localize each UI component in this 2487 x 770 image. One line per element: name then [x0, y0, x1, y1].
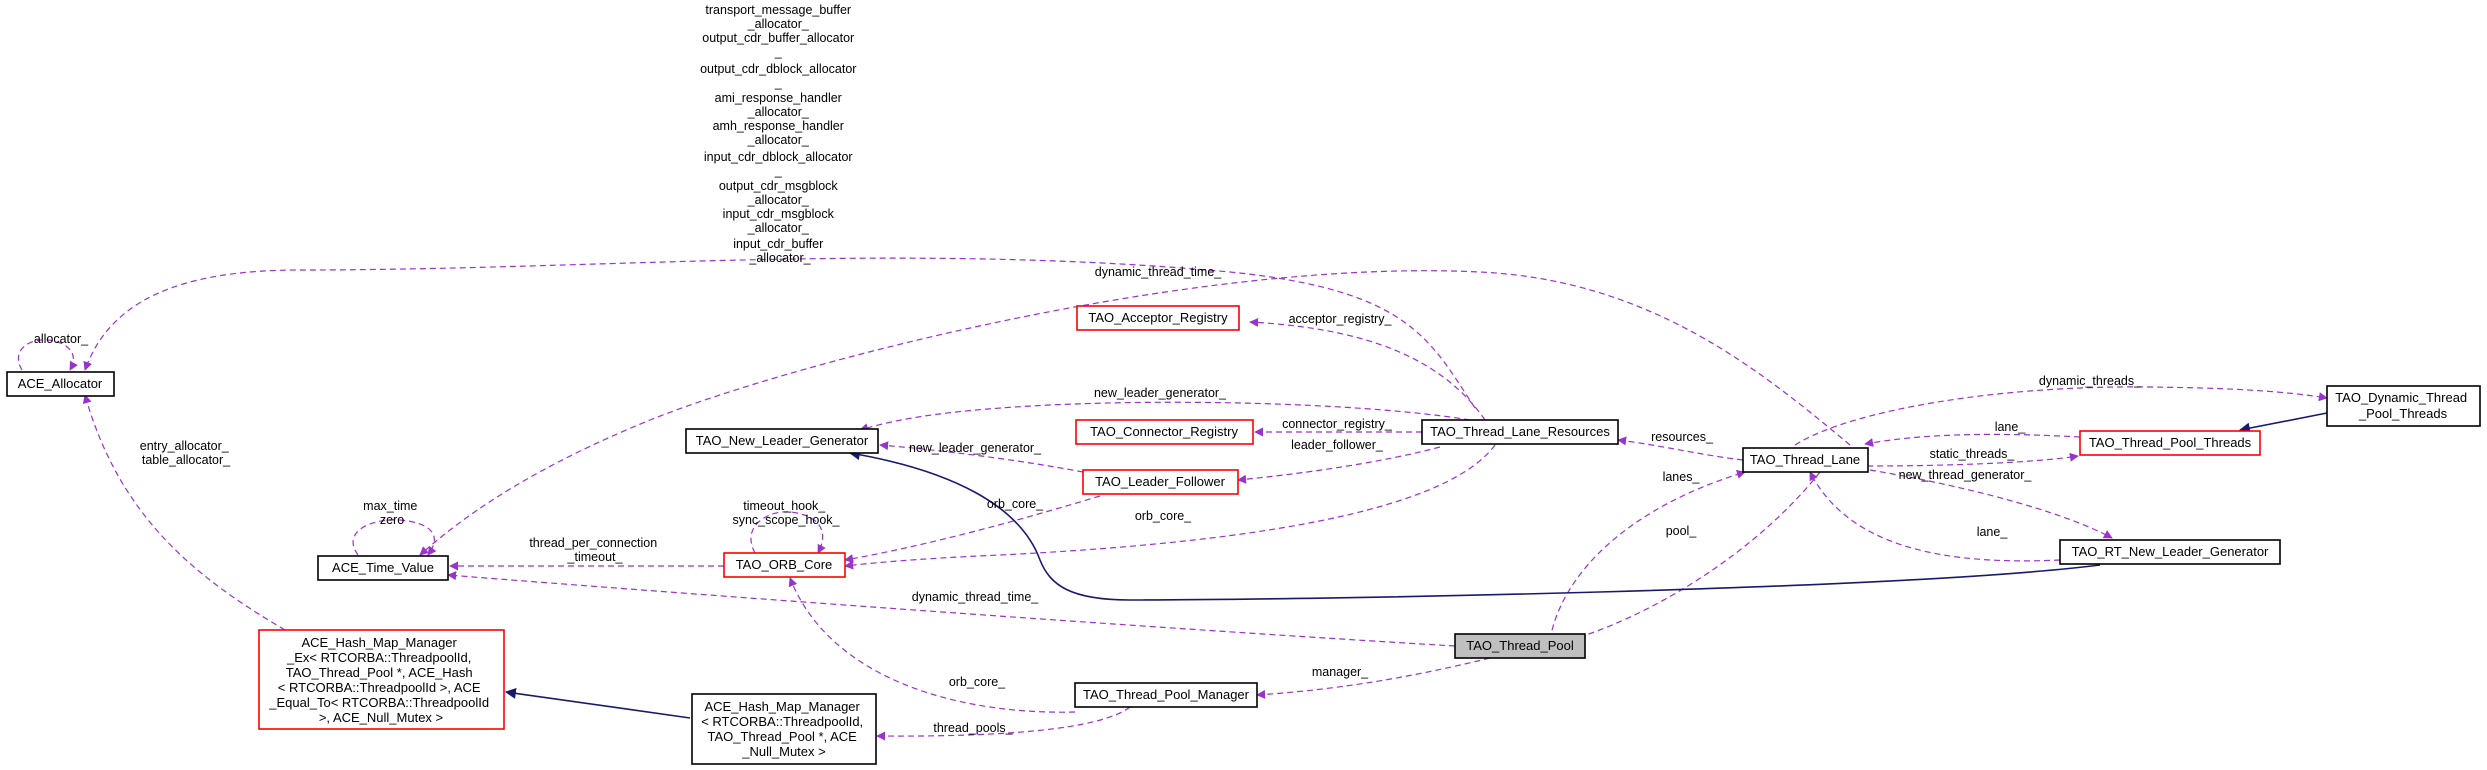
- label-leader-follower: leader_follower_: [1291, 438, 1384, 452]
- label-orb-core-manager: orb_core_: [949, 675, 1006, 689]
- svg-text:TAO_New_Leader_Generator: TAO_New_Leader_Generator: [696, 433, 869, 448]
- nodes: ACE_Allocator ACE_Time_Value ACE_Hash_Ma…: [6, 305, 2481, 765]
- node-thread-lane-resources[interactable]: TAO_Thread_Lane_Resources: [1421, 419, 1619, 445]
- label-lanes: lanes_: [1663, 470, 1701, 484]
- label-new-leader-generator-lf: new_leader_generator_: [909, 441, 1042, 455]
- svg-text:ACE_Hash_Map_Manager _: ACE_Hash_Map_Manager _Ex< RTCORBA::Threa…: [268, 635, 492, 725]
- edge-inherit-hash-map: [504, 687, 691, 719]
- node-new-leader-generator[interactable]: TAO_New_Leader_Generator: [685, 428, 879, 454]
- edge-inherit-pool-threads: [2238, 412, 2328, 434]
- node-leader-follower[interactable]: TAO_Leader_Follower: [1082, 469, 1239, 495]
- edge-orb-core-resources: [844, 444, 1496, 570]
- svg-text:TAO_Thread_Pool: TAO_Thread_Pool: [1466, 638, 1574, 653]
- label-lane-threads: lane_: [1995, 420, 2027, 434]
- label-orb-core-lf: orb_core_: [987, 497, 1044, 511]
- edge-thread-pools: [876, 706, 1131, 741]
- node-hash-map-manager[interactable]: ACE_Hash_Map_Manager < RTCORBA::Threadpo…: [691, 693, 877, 765]
- label-orb-self: timeout_hook_ sync_scope_hook_: [732, 499, 840, 527]
- label-dynamic-thread-time-top: dynamic_thread_time_: [1095, 265, 1223, 279]
- edge-allocator-self: [17, 339, 78, 371]
- edge-resources: [1617, 436, 1744, 461]
- svg-text:TAO_Leader_Follower: TAO_Leader_Follower: [1095, 474, 1225, 489]
- label-time-self: max_time zero: [363, 499, 421, 527]
- node-thread-lane[interactable]: TAO_Thread_Lane: [1742, 447, 1869, 473]
- svg-text:TAO_Dynamic_Thread _Po: TAO_Dynamic_Thread _Pool_Threads: [2335, 390, 2471, 421]
- edge-pool: [1569, 471, 1821, 643]
- edge-orb-self: [750, 511, 826, 554]
- edge-dynamic-threads: [1794, 386, 2328, 446]
- node-dynamic-thread-pool-threads[interactable]: TAO_Dynamic_Thread _Pool_Threads: [2326, 385, 2481, 427]
- label-thread-pools: thread_pools_: [933, 721, 1013, 735]
- edge-acceptor-registry: [1249, 317, 1486, 421]
- svg-text:TAO_Thread_Lane_Resources: TAO_Thread_Lane_Resources: [1430, 424, 1610, 439]
- label-entry-allocator: entry_allocator_ table_allocator_: [140, 439, 232, 467]
- node-orb-core[interactable]: TAO_ORB_Core: [723, 552, 846, 578]
- edge-static-threads: [1866, 452, 2079, 467]
- edge-orb-core-manager: [788, 577, 1076, 713]
- edge-leader-follower: [1237, 446, 1441, 484]
- edge-labels: transport_message_buffer _allocator_ out…: [34, 3, 2142, 735]
- svg-text:ACE_Hash_Map_Manager <: ACE_Hash_Map_Manager < RTCORBA::Threadpo…: [701, 699, 867, 759]
- svg-text:TAO_ORB_Core: TAO_ORB_Core: [736, 557, 833, 572]
- edge-manager: [1256, 657, 1491, 699]
- label-allocator-self: allocator_: [34, 332, 89, 346]
- node-thread-pool-manager[interactable]: TAO_Thread_Pool_Manager: [1074, 682, 1258, 708]
- svg-text:TAO_Thread_Pool_Manager: TAO_Thread_Pool_Manager: [1083, 687, 1250, 702]
- edge-resource-allocators: [83, 257, 1476, 409]
- label-resources: resources_: [1651, 430, 1714, 444]
- edge-inherit-new-leader-generator: [848, 449, 2101, 601]
- svg-text:TAO_Thread_Lane: TAO_Thread_Lane: [1750, 452, 1860, 467]
- label-static-threads: static_threads_: [1930, 447, 2016, 461]
- node-connector-registry[interactable]: TAO_Connector_Registry: [1075, 419, 1254, 445]
- edges: [17, 257, 2328, 741]
- label-dynamic-threads: dynamic_threads_: [2039, 374, 2142, 388]
- edge-lanes: [1549, 470, 1746, 641]
- node-ace-allocator[interactable]: ACE_Allocator: [6, 371, 115, 397]
- label-new-thread-generator: new_thread_generator_: [1899, 468, 2033, 482]
- svg-text:TAO_Thread_Pool_Threads: TAO_Thread_Pool_Threads: [2089, 435, 2252, 450]
- label-new-leader-generator-top: new_leader_generator_: [1094, 386, 1227, 400]
- node-rt-new-leader-generator[interactable]: TAO_RT_New_Leader_Generator: [2059, 539, 2281, 565]
- svg-text:TAO_Connector_Registry: TAO_Connector_Registry: [1090, 424, 1238, 439]
- svg-text:TAO_RT_New_Leader_Generator: TAO_RT_New_Leader_Generator: [2072, 544, 2269, 559]
- label-resource-allocators: transport_message_buffer _allocator_ out…: [700, 3, 860, 265]
- node-ace-time-value[interactable]: ACE_Time_Value: [317, 555, 449, 581]
- svg-text:TAO_Acceptor_Registry: TAO_Acceptor_Registry: [1088, 310, 1228, 325]
- svg-text:ACE_Time_Value: ACE_Time_Value: [332, 560, 434, 575]
- edge-new-thread-generator: [1869, 469, 2113, 539]
- edge-time-self: [352, 519, 437, 556]
- edge-entry-allocator: [82, 394, 286, 631]
- label-acceptor-registry: acceptor_registry_: [1289, 312, 1393, 326]
- svg-text:ACE_Allocator: ACE_Allocator: [18, 376, 103, 391]
- label-manager: manager_: [1312, 665, 1369, 679]
- edge-orb-core-lf: [844, 495, 1101, 564]
- edge-lane-rt: [1809, 471, 2061, 562]
- label-lane-rt: lane_: [1977, 525, 2009, 539]
- label-thread-per-connection: thread_per_connection _timeout_: [529, 536, 660, 564]
- edge-new-leader-generator-lf: [879, 441, 1084, 473]
- node-thread-pool[interactable]: TAO_Thread_Pool: [1454, 633, 1586, 659]
- edge-lane-threads: [1864, 433, 2081, 447]
- node-thread-pool-threads[interactable]: TAO_Thread_Pool_Threads: [2079, 430, 2261, 456]
- label-dynamic-thread-time-bottom: dynamic_thread_time_: [912, 590, 1040, 604]
- label-connector-registry: connector_registry_: [1282, 417, 1393, 431]
- label-pool: pool_: [1666, 524, 1698, 538]
- node-hash-map-manager-ex[interactable]: ACE_Hash_Map_Manager _Ex< RTCORBA::Threa…: [258, 629, 505, 730]
- label-orb-core-resources: orb_core_: [1135, 509, 1192, 523]
- edge-dynamic-thread-time-bottom: [447, 571, 1456, 647]
- node-acceptor-registry[interactable]: TAO_Acceptor_Registry: [1076, 305, 1240, 331]
